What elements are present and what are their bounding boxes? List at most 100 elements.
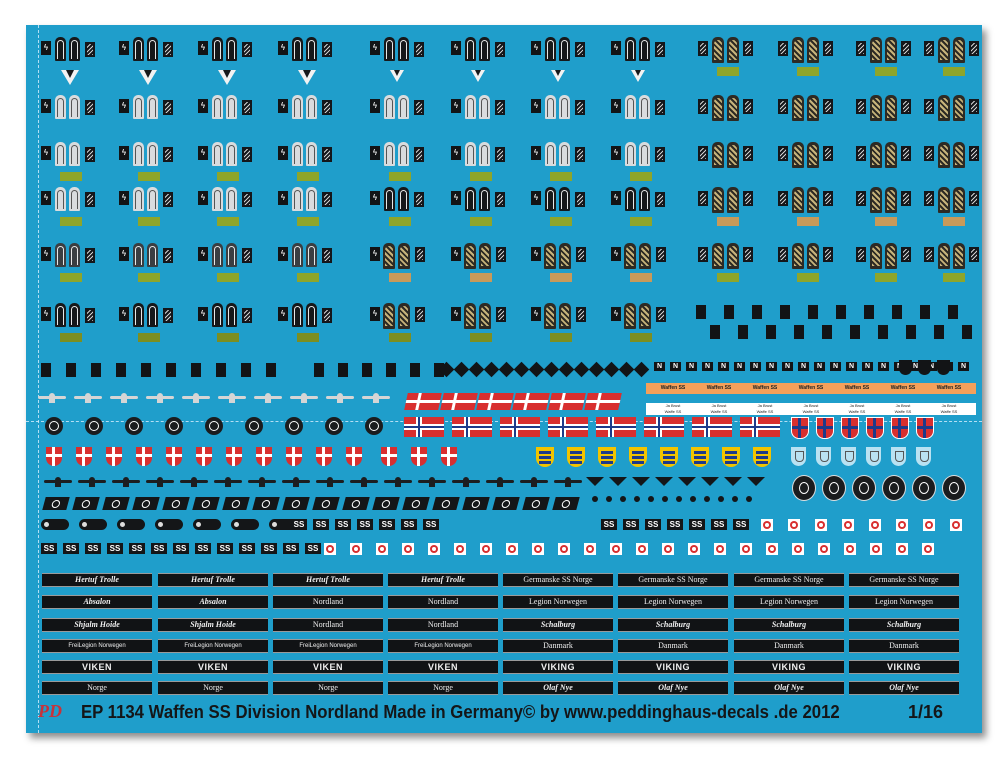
sleeve-eagle-dark xyxy=(384,477,412,487)
rank-patch xyxy=(217,217,239,226)
shoulder-strap xyxy=(625,142,636,166)
sleeve-eagle-dark xyxy=(248,477,276,487)
cuff-title: Nordland xyxy=(273,595,383,609)
rune-mark: ϟ xyxy=(372,101,378,110)
diamond-insignia xyxy=(603,361,620,378)
rank-collar-tab xyxy=(322,308,332,323)
light-blue-shield xyxy=(816,447,831,466)
skull-collar-tab xyxy=(892,305,902,319)
danish-coat-of-arms xyxy=(536,447,554,467)
shoulder-strap xyxy=(479,37,490,61)
oakleaf-collar-tab xyxy=(698,191,708,206)
skull-collar-tab xyxy=(780,305,790,319)
shoulder-strap xyxy=(212,243,223,267)
oakleaf-collar-tab xyxy=(924,191,934,206)
collar-tab: ϟ xyxy=(611,99,621,113)
arm-label-bottom: Waffe SS xyxy=(894,409,912,414)
ss-rune-tab: SS xyxy=(623,519,639,530)
cut-line-vertical xyxy=(38,25,39,733)
button xyxy=(690,496,696,502)
collar-tab: ϟ xyxy=(451,146,461,160)
skull-collar-tab xyxy=(864,305,874,319)
collar-tab: ϟ xyxy=(198,41,208,55)
shoulder-strap xyxy=(306,303,317,327)
rank-collar-tab xyxy=(242,147,252,162)
cuff-title: Schalburg xyxy=(618,618,728,632)
sun-wheel-patch xyxy=(192,497,220,510)
rank-collar-tab xyxy=(85,192,95,207)
general-shoulder-strap xyxy=(807,37,819,63)
collar-tab: ϟ xyxy=(198,191,208,205)
division-badge xyxy=(852,475,876,501)
page-number: 1/16 xyxy=(908,702,944,722)
general-shoulder-strap xyxy=(398,243,410,269)
shoulder-strap xyxy=(465,187,476,211)
general-shoulder-strap xyxy=(712,37,724,63)
rank-patch xyxy=(875,67,897,76)
swastika-roundel xyxy=(815,519,827,531)
oakleaf-collar-tab xyxy=(496,307,506,322)
sleeve-diamond-patch xyxy=(231,519,259,530)
swastika-roundel xyxy=(584,543,596,555)
sun-wheel-patch xyxy=(252,497,280,510)
sun-wheel-badge xyxy=(205,417,223,435)
cuff-title: Danmark xyxy=(503,639,613,653)
cuff-title: Legion Norwegen xyxy=(849,595,959,609)
collar-tab: ϟ xyxy=(41,41,51,55)
button xyxy=(648,496,654,502)
collar-tab: ϟ xyxy=(451,99,461,113)
rank-collar-tab xyxy=(322,42,332,57)
danish-shield xyxy=(441,447,457,466)
oakleaf-collar-tab xyxy=(823,191,833,206)
small-rune-tab: SS xyxy=(129,543,145,554)
collar-tab: ϟ xyxy=(198,307,208,321)
sleeve-tab xyxy=(241,363,251,377)
sun-wheel-badge xyxy=(125,417,143,435)
small-rune-tab: SS xyxy=(283,543,299,554)
diamond-insignia xyxy=(543,361,560,378)
arm-label-top: Ja Brust xyxy=(803,403,819,408)
n-collar-tab: N xyxy=(830,362,841,371)
n-collar-tab: N xyxy=(926,362,937,371)
general-shoulder-strap xyxy=(938,187,950,213)
general-shoulder-strap xyxy=(639,243,651,269)
sleeve-tab xyxy=(41,363,51,377)
shoulder-strap xyxy=(465,37,476,61)
sleeve-eagle-dark xyxy=(554,477,582,487)
collar-tab: ϟ xyxy=(531,99,541,113)
collar-tab: ϟ xyxy=(41,99,51,113)
swastika-roundel xyxy=(792,543,804,555)
sheet-footer: PD EP 1134 Waffen SS Division Nordland M… xyxy=(26,698,982,728)
sleeve-tab xyxy=(266,363,276,377)
rank-patch xyxy=(470,217,492,226)
collar-tab: ϟ xyxy=(41,307,51,321)
rune-mark: ϟ xyxy=(453,101,459,110)
rank-chevron xyxy=(390,70,404,82)
oakleaf-collar-tab xyxy=(823,146,833,161)
sleeve-eagle xyxy=(146,393,174,403)
general-shoulder-strap xyxy=(559,243,571,269)
shoulder-strap xyxy=(69,95,80,119)
sleeve-eagle-dark xyxy=(316,477,344,487)
shoulder-strap xyxy=(226,243,237,267)
sun-wheel-patch xyxy=(102,497,130,510)
cuff-title: Nordland xyxy=(273,618,383,632)
rank-collar-tab xyxy=(655,192,665,207)
sun-wheel-badge xyxy=(45,417,63,435)
skull-collar-tab xyxy=(962,325,972,339)
small-rune-tab: SS xyxy=(305,543,321,554)
sun-wheel-patch xyxy=(522,497,550,510)
button xyxy=(732,496,738,502)
n-collar-tab: N xyxy=(862,362,873,371)
rune-mark: ϟ xyxy=(372,43,378,52)
general-shoulder-strap xyxy=(727,37,739,63)
sun-wheel-patch xyxy=(282,497,310,510)
sun-wheel-patch xyxy=(372,497,400,510)
swastika-roundel xyxy=(428,543,440,555)
rank-patch xyxy=(138,217,160,226)
oakleaf-collar-tab xyxy=(415,307,425,322)
collar-tab: ϟ xyxy=(278,99,288,113)
cuff-title: VIKEN xyxy=(42,660,152,674)
general-shoulder-strap xyxy=(383,303,395,329)
cuff-title: Absalon xyxy=(42,595,152,609)
